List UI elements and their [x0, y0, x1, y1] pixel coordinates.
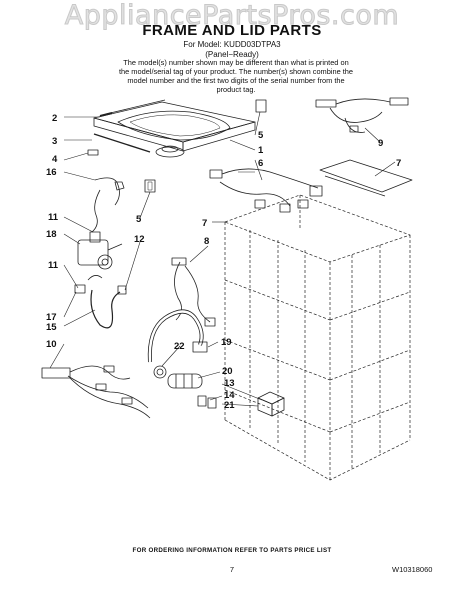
frame-lid-part [93, 99, 256, 158]
hose-part [90, 285, 127, 329]
callout-17: 17 [46, 312, 57, 323]
callout-4: 4 [52, 154, 58, 165]
callout-11-lower: 11 [48, 260, 59, 271]
frame-top-part [319, 159, 413, 197]
leader-lines [49, 111, 396, 407]
callout-20: 20 [222, 366, 233, 377]
clamp-part [153, 365, 167, 379]
valve-assembly-part [74, 231, 123, 294]
callout-19: 19 [221, 337, 232, 348]
variant-line: (Panel−Ready) [205, 50, 259, 59]
callout-5-upper: 5 [258, 130, 264, 141]
callout-12: 12 [134, 234, 145, 245]
callout-5-mid: 5 [136, 214, 142, 225]
model-line: For Model: KUDD03DTPA3 [183, 40, 281, 49]
callout-6: 6 [258, 158, 263, 169]
callout-16: 16 [46, 167, 57, 178]
page-number: 7 [229, 565, 235, 574]
upper-wire-harness-part [315, 97, 409, 133]
document-number: W10318060 [392, 565, 433, 574]
callout-8: 8 [204, 236, 209, 247]
watermark: AppliancePartsPros.com [64, 0, 400, 32]
callout-10: 10 [46, 339, 57, 350]
clip-part [197, 395, 217, 409]
callout-18: 18 [46, 229, 57, 240]
terminal-block-part [257, 391, 285, 417]
bracket-part [87, 99, 267, 193]
callout-11-upper: 11 [48, 212, 59, 223]
callout-7-right: 7 [396, 158, 401, 169]
wire-harness-part [91, 177, 125, 233]
frame-body-part [224, 194, 411, 481]
callout-14: 14 [224, 390, 235, 401]
drain-hose-part [147, 309, 208, 363]
callout-3: 3 [52, 136, 57, 147]
callout-13: 13 [224, 378, 235, 389]
center-wire-harness-part [209, 168, 323, 213]
main-wire-harness-part [41, 365, 151, 419]
model-note: The model(s) number shown may be differe… [118, 58, 354, 94]
callout-1: 1 [258, 145, 264, 156]
coupler-part [167, 373, 203, 389]
door-wire-harness-part [171, 257, 216, 327]
callout-7-left: 7 [202, 218, 207, 229]
callout-22: 22 [174, 341, 185, 352]
callout-9: 9 [378, 138, 383, 149]
callout-21: 21 [224, 400, 235, 411]
ordering-info: FOR ORDERING INFORMATION REFER TO PARTS … [132, 547, 332, 554]
callout-2: 2 [52, 113, 57, 124]
page-title: FRAME AND LID PARTS [142, 22, 322, 39]
callout-15: 15 [46, 322, 57, 333]
